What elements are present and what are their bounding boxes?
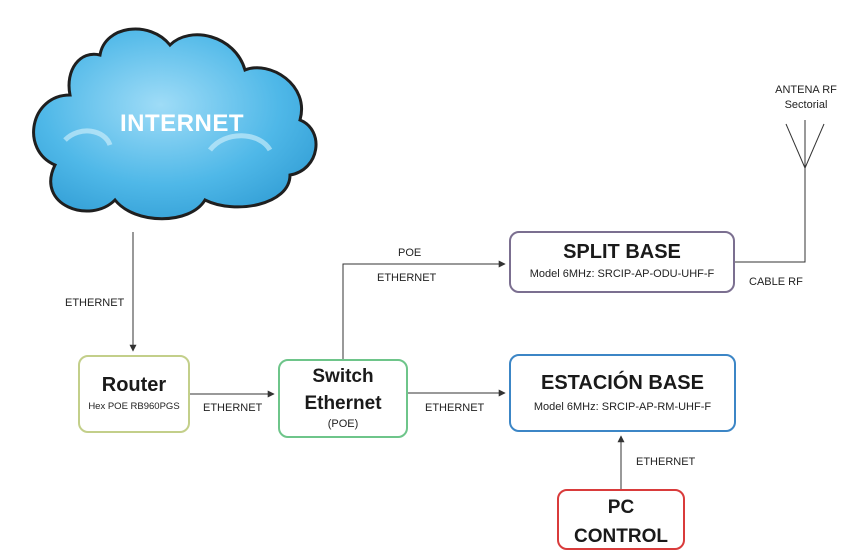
antenna-icon [785, 120, 825, 169]
router-subtitle: Hex POE RB960PGS [88, 401, 180, 412]
switch-title-line1: Switch [312, 366, 374, 387]
label-cable-rf: CABLE RF [749, 276, 803, 288]
label-internet-router: ETHERNET [65, 297, 125, 309]
link-switch-split [342, 260, 506, 359]
pc-control-title-line1: PC [607, 497, 635, 518]
split-base-model: Model 6MHz: SRCIP-AP-ODU-UHF-F [529, 268, 715, 280]
estacion-base-node: ESTACIÓN BASE Model 6MHz: SRCIP-AP-RM-UH… [509, 354, 736, 432]
label-switch-split-poe: POE [398, 247, 422, 259]
label-router-switch: ETHERNET [203, 402, 263, 414]
estacion-base-model: Model 6MHz: SRCIP-AP-RM-UHF-F [533, 401, 712, 413]
estacion-base-title: ESTACIÓN BASE [541, 372, 704, 394]
antenna-label-line2: Sectorial [784, 99, 828, 111]
internet-cloud [32, 27, 318, 221]
pc-control-node: PC CONTROL [557, 489, 685, 550]
split-base-title: SPLIT BASE [563, 241, 681, 263]
antenna-label: ANTENA RF Sectorial [766, 83, 845, 113]
label-switch-estacion: ETHERNET [425, 402, 485, 414]
router-title: Router [101, 374, 167, 396]
pc-control-title-line2: CONTROL [574, 526, 668, 547]
label-switch-split-ethernet: ETHERNET [377, 272, 437, 284]
router-node: Router Hex POE RB960PGS [78, 355, 190, 433]
label-pc-estacion: ETHERNET [636, 456, 696, 468]
split-base-node: SPLIT BASE Model 6MHz: SRCIP-AP-ODU-UHF-… [509, 231, 735, 293]
antenna-label-line1: ANTENA RF [775, 84, 837, 96]
link-split-antenna [735, 168, 806, 263]
switch-subtitle: (POE) [327, 418, 359, 430]
switch-node: Switch Ethernet (POE) [278, 359, 408, 438]
internet-label: INTERNET [120, 110, 244, 137]
switch-title-line2: Ethernet [304, 393, 382, 414]
